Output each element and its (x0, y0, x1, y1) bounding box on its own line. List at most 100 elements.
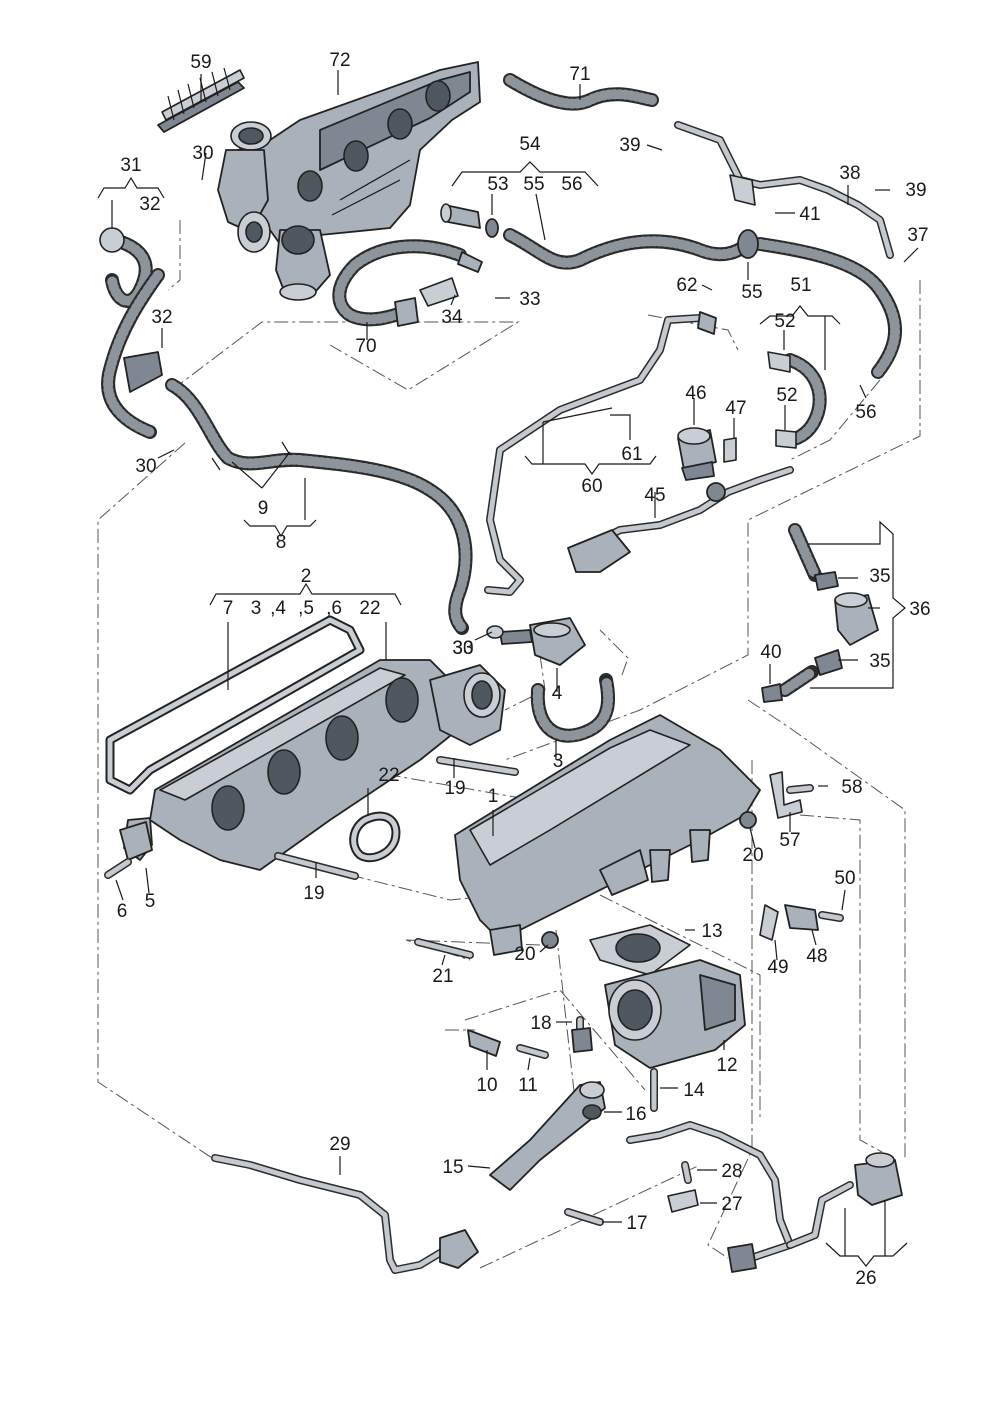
callout-50: 50 (834, 868, 855, 889)
callout-56-mid: 56 (855, 402, 876, 423)
callout-16: 16 (625, 1104, 646, 1125)
callout-46: 46 (685, 383, 706, 404)
callout-17: 17 (626, 1213, 647, 1234)
callout-48: 48 (806, 946, 827, 967)
callout-32-mid: 32 (151, 307, 172, 328)
part-4-valve (486, 617, 615, 743)
callout-55-top: 55 (523, 174, 544, 195)
part-72-turbo-manifold (217, 61, 481, 301)
part-36-valve (761, 523, 879, 703)
part-26-valve (626, 1121, 903, 1273)
callout-51: 51 (790, 275, 811, 296)
callout-57: 57 (779, 830, 800, 851)
callout-21: 21 (432, 966, 453, 987)
part-27-clip (667, 1161, 699, 1213)
fasteners-lower (414, 938, 658, 1112)
part-48-sensor (759, 904, 844, 941)
callout-49: 49 (767, 957, 788, 978)
part-15-bracket (489, 1081, 606, 1226)
callout-40: 40 (760, 642, 781, 663)
callout-39-left: 39 (619, 135, 640, 156)
part-7-gasket (105, 615, 365, 795)
callout-30-left: 30 (135, 456, 156, 477)
callout-70: 70 (355, 336, 376, 357)
callout-55-mid: 55 (741, 282, 762, 303)
callout-13: 13 (701, 921, 722, 942)
callout-4: 4 (552, 683, 563, 704)
part-60-pipe (484, 311, 717, 596)
callout-33-lower: 33 (452, 638, 473, 659)
callout-18: 18 (530, 1013, 551, 1034)
callout-11: 11 (518, 1075, 538, 1096)
callout-19-bottom: 19 (303, 883, 324, 904)
part-1-intake-manifold (454, 714, 761, 956)
part-46-sensor (677, 427, 737, 481)
callout-20-bottom: 20 (514, 944, 535, 965)
part-22-seal (349, 811, 401, 863)
callout-35-bottom: 35 (869, 651, 890, 672)
part-8-hose (165, 378, 473, 635)
part-51-hose (767, 351, 827, 449)
callout-19-top: 19 (444, 778, 465, 799)
callout-36: 36 (909, 599, 930, 620)
callout-7: 7 (223, 598, 234, 619)
callout-34: 34 (441, 307, 463, 328)
callout-8: 8 (276, 532, 287, 553)
part-57-bracket (769, 771, 814, 819)
callout-56-top: 56 (561, 174, 582, 195)
part-70-hose (332, 239, 483, 327)
part-5-sensor (104, 821, 153, 879)
leader-lines (97, 70, 919, 1267)
callout-52-mid: 52 (776, 385, 797, 406)
callout-2: 2 (301, 566, 312, 587)
callout-58: 58 (841, 777, 862, 798)
callout-5: 5 (145, 891, 156, 912)
callout-6-top: ,6 (326, 598, 342, 619)
callout-62: 62 (676, 275, 697, 296)
part-13-gasket (589, 924, 691, 976)
callout-3: 3 (553, 751, 564, 772)
callout-12: 12 (716, 1055, 737, 1076)
part-29-hose (211, 1154, 479, 1274)
callout-6: 6 (117, 901, 128, 922)
callout-33-top: 33 (519, 289, 540, 310)
callout-22-top: 22 (359, 598, 380, 619)
callout-10: 10 (476, 1075, 497, 1096)
callout-27: 27 (721, 1194, 742, 1215)
callout-28: 28 (721, 1161, 742, 1182)
callout-14: 14 (683, 1080, 705, 1101)
part-31-hose (99, 227, 165, 439)
callout-3-top: 3 (251, 598, 262, 619)
callout-60: 60 (581, 476, 602, 497)
callout-38: 38 (839, 163, 860, 184)
callout-35-top: 35 (869, 566, 890, 587)
callout-54: 54 (519, 134, 541, 155)
callout-5-top: ,5 (298, 598, 314, 619)
part-54-hose (440, 203, 902, 379)
callout-45: 45 (644, 485, 665, 506)
callout-30-top: 30 (192, 143, 213, 164)
callout-33-mid: 30 (452, 638, 473, 659)
callout-26: 26 (855, 1268, 876, 1289)
callout-71: 71 (569, 64, 590, 85)
callout-4-top: ,4 (270, 598, 286, 619)
callout-29: 29 (329, 1134, 350, 1155)
callout-53: 53 (487, 174, 508, 195)
connection-lines (97, 220, 921, 1269)
callout-15: 15 (442, 1157, 463, 1178)
callout-22: 22 (378, 765, 399, 786)
callout-61: 61 (621, 444, 642, 465)
callout-59: 59 (190, 52, 211, 73)
callout-72: 72 (329, 50, 350, 71)
part-12-throttle-body (604, 959, 746, 1069)
callout-37: 37 (907, 225, 928, 246)
part-45-harness (567, 466, 794, 573)
callout-41: 41 (799, 204, 820, 225)
part-71-hose (503, 73, 894, 259)
callout-1: 1 (488, 786, 499, 807)
callout-9: 9 (258, 498, 269, 519)
callout-32-top: 32 (139, 194, 160, 215)
callout-52-top: 52 (774, 311, 795, 332)
callout-39-right: 39 (905, 180, 926, 201)
